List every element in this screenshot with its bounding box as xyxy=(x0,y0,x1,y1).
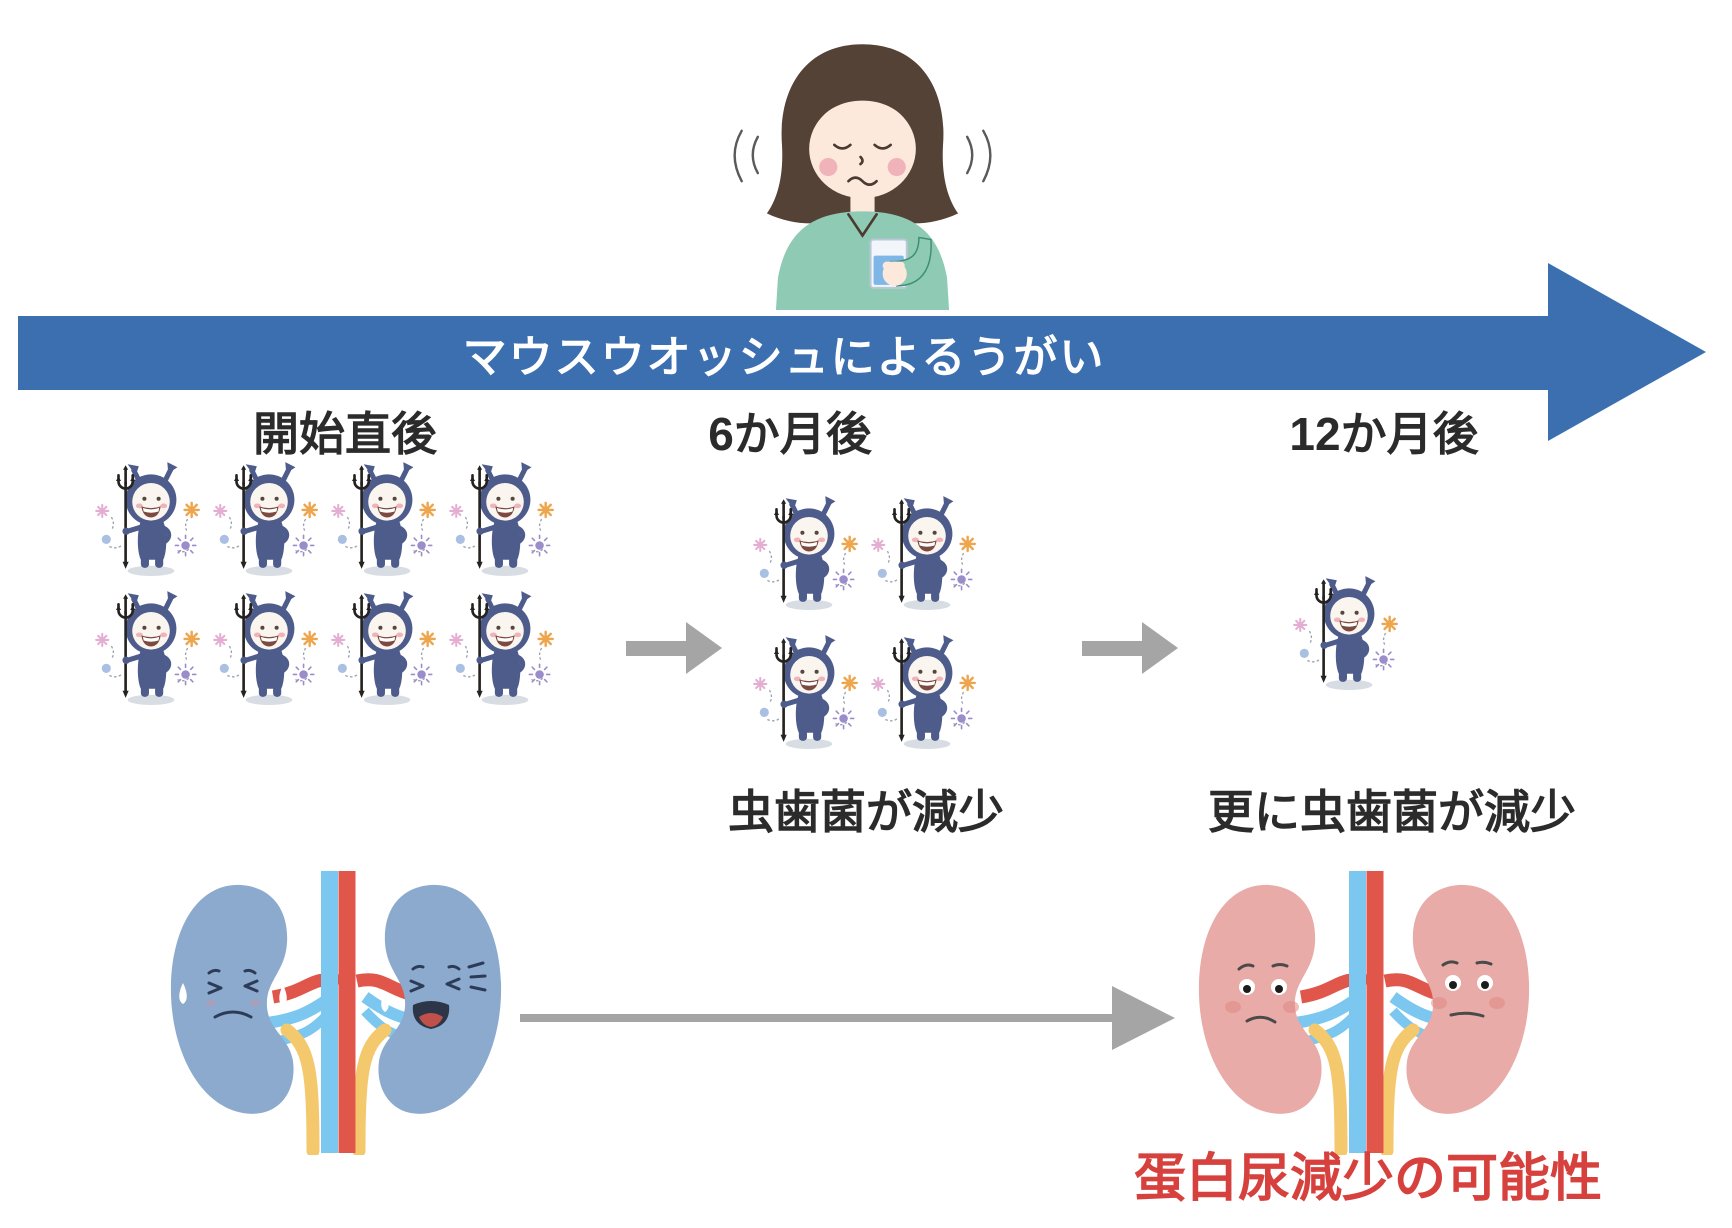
cavity-bacteria-devil-icon xyxy=(750,625,866,752)
cavity-bacteria-devil-icon xyxy=(92,581,208,708)
stage-label-6-months: 6か月後 xyxy=(708,408,872,460)
bacteria-group-start xyxy=(92,452,562,708)
cavity-bacteria-devil-icon xyxy=(328,452,444,579)
face xyxy=(809,99,916,199)
bacteria-group-12-months xyxy=(1290,566,1406,693)
cavity-bacteria-devil-icon xyxy=(210,581,326,708)
right-kidney xyxy=(378,884,502,1114)
timeline-arrowhead-icon xyxy=(1548,263,1706,441)
proteinuria-result-caption: 蛋白尿減少の可能性 xyxy=(1133,1150,1603,1208)
cavity-bacteria-devil-icon xyxy=(446,581,562,708)
progress-arrow-icon xyxy=(1082,622,1178,674)
progress-arrow-icon xyxy=(626,622,722,674)
left-kidney-crying-face xyxy=(179,968,287,1019)
puffed-mouth xyxy=(847,176,878,186)
cavity-bacteria-devil-icon xyxy=(446,452,562,579)
cavity-bacteria-devil-icon xyxy=(210,452,326,579)
timeline-arrow-band: マウスウオッシュによるうがい xyxy=(18,316,1550,390)
right-kidney-wailing-face xyxy=(381,961,487,1029)
cavity-bacteria-devil-icon xyxy=(868,625,984,752)
stage-label-start: 開始直後 xyxy=(253,408,437,460)
left-kidney xyxy=(1198,884,1322,1114)
cavity-bacteria-devil-icon xyxy=(868,486,984,613)
timeline-label: マウスウオッシュによるうがい xyxy=(462,333,1106,382)
motion-lines-icon xyxy=(733,129,992,183)
cavity-bacteria-devil-icon xyxy=(92,452,208,579)
cavity-bacteria-devil-icon xyxy=(1290,566,1406,693)
caption-bacteria-decrease: 虫歯菌が減少 xyxy=(728,786,1004,838)
right-kidney xyxy=(1406,884,1530,1114)
right-kidney-worried-face xyxy=(1431,960,1505,1018)
sad-blue-kidneys-illustration xyxy=(170,871,502,1155)
cavity-bacteria-devil-icon xyxy=(750,486,866,613)
bacteria-group-6-months xyxy=(750,486,984,752)
closed-eyes-icon xyxy=(833,143,892,150)
relieved-pink-kidneys-illustration xyxy=(1198,871,1530,1155)
improvement-arrow-icon xyxy=(520,986,1175,1050)
cavity-bacteria-devil-icon xyxy=(328,581,444,708)
left-kidney-worried-face xyxy=(1225,963,1299,1024)
caption-bacteria-further-decrease: 更に虫歯菌が減少 xyxy=(1208,786,1576,838)
stage-label-12-months: 12か月後 xyxy=(1289,408,1479,460)
left-kidney xyxy=(170,884,294,1114)
woman-gargling-illustration xyxy=(733,44,992,310)
